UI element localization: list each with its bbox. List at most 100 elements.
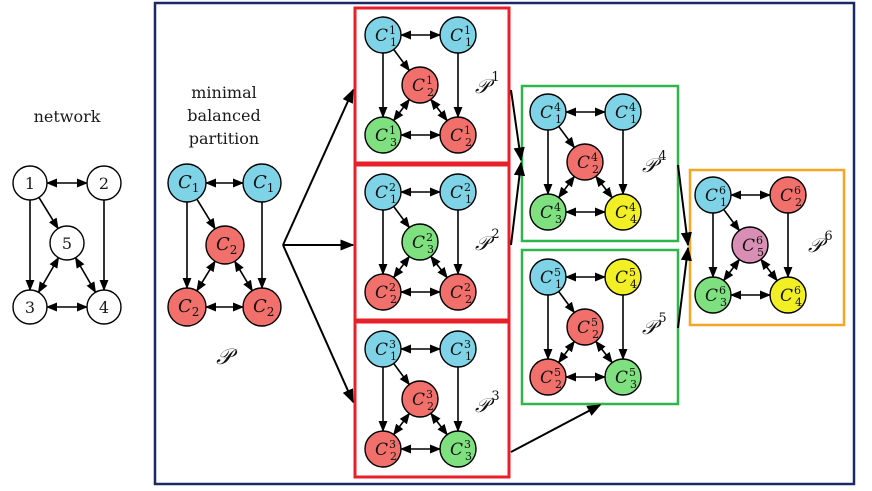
p3-node-4 bbox=[364, 430, 402, 468]
p5-node-1 bbox=[529, 258, 567, 296]
base-node-5 bbox=[242, 287, 282, 327]
p3-node-5 bbox=[439, 430, 477, 468]
base-node-4 bbox=[167, 287, 207, 327]
edge-arrow bbox=[558, 340, 575, 364]
edge-arrow bbox=[558, 125, 575, 149]
panel-frame-p1 bbox=[353, 6, 511, 165]
edge-arrow bbox=[393, 98, 410, 122]
flow-arrow-base-to-p3 bbox=[282, 244, 354, 404]
network-node-5 bbox=[49, 225, 85, 261]
flow-arrow-p1-to-p4 bbox=[510, 89, 525, 162]
edge-arrow bbox=[760, 258, 778, 282]
p3-node-3 bbox=[401, 380, 439, 418]
p1-node-5 bbox=[439, 116, 477, 154]
p1-node-3 bbox=[401, 66, 439, 104]
p6-node-2 bbox=[769, 176, 807, 214]
minimal-label: minimal bbox=[191, 83, 257, 102]
p5-node-5 bbox=[604, 358, 642, 396]
flow-arrow-p2-to-p4 bbox=[510, 161, 526, 246]
partition-label: partition bbox=[189, 129, 259, 148]
edge-arrow bbox=[393, 255, 410, 279]
p4-node-3 bbox=[566, 143, 604, 181]
p6-node-4 bbox=[694, 276, 732, 314]
p4-node-1 bbox=[529, 93, 567, 131]
panel-frame-p3 bbox=[353, 320, 511, 479]
network-node-2 bbox=[86, 165, 122, 201]
p1-node-2 bbox=[439, 16, 477, 54]
network-node-label-3: 3 bbox=[25, 298, 35, 317]
edge-arrow bbox=[38, 197, 59, 230]
network-node-label-1: 1 bbox=[25, 174, 35, 193]
network-node-label-5: 5 bbox=[62, 234, 72, 253]
p4-node-4 bbox=[529, 193, 567, 231]
flow-arrow-p3-to-p5 bbox=[510, 404, 602, 453]
flow-arrow-p4-to-p6 bbox=[677, 164, 692, 247]
edge-arrow bbox=[430, 412, 448, 436]
edge-arrow bbox=[558, 290, 575, 314]
p4-node-2 bbox=[604, 93, 642, 131]
network-node-1 bbox=[12, 165, 48, 201]
balanced-label: balanced bbox=[187, 106, 260, 125]
p5-node-4 bbox=[529, 358, 567, 396]
flow-arrows bbox=[282, 88, 692, 453]
p4-node-5 bbox=[604, 193, 642, 231]
p5-node-2 bbox=[604, 258, 642, 296]
edge-arrow bbox=[393, 362, 410, 386]
base-node-3 bbox=[205, 225, 245, 265]
edge-arrow bbox=[37, 256, 60, 294]
edge-arrow bbox=[723, 208, 740, 232]
network-node-label-2: 2 bbox=[99, 174, 109, 193]
base-node-1 bbox=[167, 163, 207, 203]
edge-arrow bbox=[595, 175, 613, 199]
p2-node-1 bbox=[364, 173, 402, 211]
edge-arrow bbox=[234, 260, 253, 292]
edge-arrow bbox=[393, 412, 410, 436]
edge-arrow bbox=[558, 175, 575, 199]
p5-node-3 bbox=[566, 308, 604, 346]
edge-arrow bbox=[723, 258, 740, 282]
p3-node-2 bbox=[439, 330, 477, 368]
base-node-2 bbox=[242, 163, 282, 203]
p6-node-3 bbox=[731, 226, 769, 264]
edge-arrow bbox=[196, 260, 216, 292]
p1-node-4 bbox=[364, 116, 402, 154]
edge-arrow bbox=[393, 48, 410, 72]
network-node-4 bbox=[86, 289, 122, 325]
edge-arrow bbox=[595, 340, 613, 364]
